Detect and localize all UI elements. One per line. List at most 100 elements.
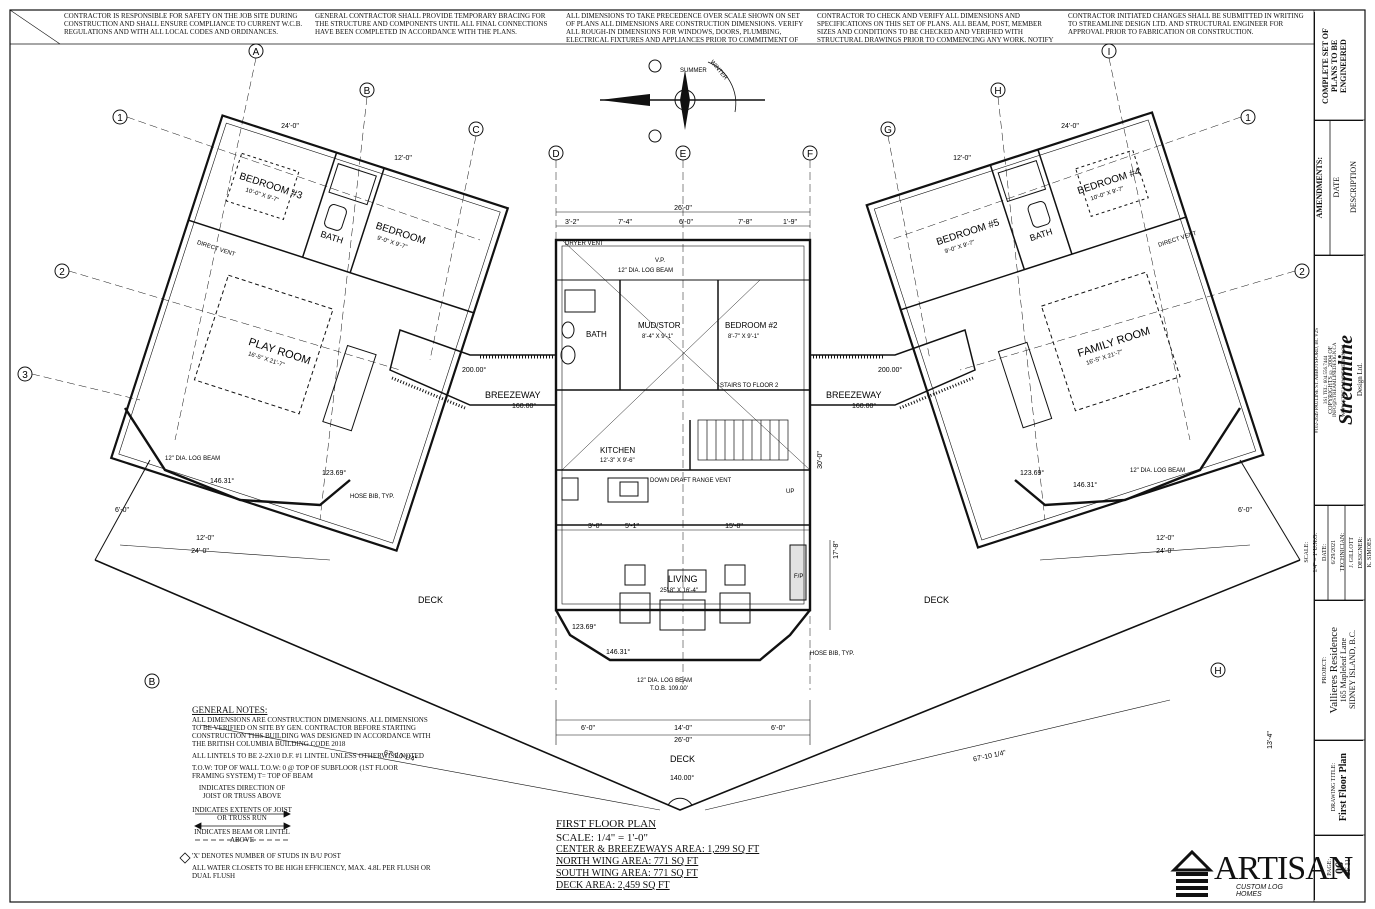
date-label: DATE:	[1322, 544, 1328, 561]
top-note: CONTRACTOR INITIATED CHANGES SHALL BE SU…	[1068, 12, 1304, 36]
grid-label: B	[149, 677, 156, 688]
project-name: Vallieres Residence	[1328, 626, 1340, 714]
dimension-label: 24'-0"	[1156, 548, 1174, 555]
room-name: BATH	[586, 330, 607, 339]
room-name: MUD/STOR	[638, 321, 681, 330]
breezeway-right: BREEZEWAY 200.00° 160.00°	[809, 329, 976, 410]
direct-vent-label: DIRECT VENT	[1158, 231, 1198, 249]
grid-label: E	[680, 149, 687, 160]
dimension-label: 26'-0"	[674, 737, 692, 744]
plan-scale: SCALE: 1/4" = 1'-0"	[556, 832, 649, 844]
house-logo-icon	[1170, 849, 1214, 897]
angle-label: 200.00°	[878, 366, 902, 374]
scale-value: 1/4" = 1' U.N.O.	[1313, 532, 1319, 573]
dimension-label: 6'-0"	[581, 725, 595, 732]
grid-label: B	[364, 86, 371, 97]
angle-label: 160.00°	[512, 402, 536, 410]
beam-label: 12" DIA. LOG BEAM	[637, 678, 692, 684]
room-size: 8'-7" X 9'-1"	[728, 334, 759, 340]
dimension-label: 26'-0"	[674, 205, 692, 212]
engineered-note: COMPLETE SET OF PLANS TO BE ENGINEERED	[1321, 28, 1348, 104]
room-size: 8'-4" X 9'-1"	[642, 334, 673, 340]
water-closet-note: ALL WATER CLOSETS TO BE HIGH EFFICIENCY,…	[192, 864, 431, 880]
dimension-label: 3'-2"	[565, 219, 579, 226]
area-line: SOUTH WING AREA: 771 sq ft	[556, 868, 698, 879]
summer-label: SUMMER	[680, 68, 707, 74]
center-block: F/P BATH MUD/STOR 8'-4" X 9'-1" BEDROOM …	[554, 238, 812, 631]
tob-label: T.O.B. 109.00'	[650, 686, 688, 692]
project-city: SIDNEY ISLAND, B.C.	[1348, 630, 1357, 710]
dimension-label: 12'-0"	[394, 155, 412, 162]
dimension-label: 24'-0"	[191, 548, 209, 555]
top-notes: CONTRACTOR IS RESPONSIBLE FOR SAFETY ON …	[60, 12, 1315, 44]
room-size: 12'-3" X 9'-6"	[600, 458, 635, 464]
dimension-label: 5'-1"	[625, 523, 639, 530]
angle-label: 200.00°	[462, 366, 486, 374]
dimension-label: 1'-9"	[783, 219, 797, 226]
center-bay-wall	[554, 609, 811, 662]
legend-extents: INDICATES EXTENTS OF JOIST OR TRUSS RUN	[192, 806, 292, 822]
dimension-label: 30'-0"	[817, 451, 824, 469]
info-cell: SCALE: 1/4" = 1' U.N.O. DATE: 6/29/2021 …	[1304, 505, 1373, 601]
date-col-label: DATE	[1332, 177, 1341, 198]
breezeway-left: BREEZEWAY 200.00° 160.00°	[389, 329, 557, 410]
project-address: 165 Mapleleaf Lane	[1339, 637, 1348, 703]
beam-label: 12" DIA. LOG BEAM	[618, 268, 673, 274]
logo-word: ARTISAN	[1214, 850, 1353, 887]
company-address: #102-2649 PAULINE ST. ABBOTSFORD, BC V2S…	[1315, 327, 1347, 433]
grid-label: 3	[22, 370, 28, 381]
artisan-logo: ARTISAN CUSTOM LOG HOMES	[1170, 849, 1353, 898]
technician-label: TECHNICIAN:	[1340, 533, 1346, 572]
dimension-label: 24'-0"	[281, 123, 299, 130]
designer-value: K. SIMOES	[1367, 537, 1373, 568]
area-line: DECK AREA: 2,459 sq ft	[556, 880, 670, 891]
vp-label: V.P.	[655, 258, 665, 264]
scale-label: SCALE:	[1304, 542, 1310, 563]
date-value: 6/29/2021	[1331, 540, 1337, 565]
room-name: KITCHEN	[600, 446, 635, 455]
general-note: ALL DIMENSIONS ARE CONSTRUCTION DIMENSIO…	[192, 716, 431, 748]
dimension-label: 6'-0"	[1238, 507, 1252, 514]
angle-label: 146.31°	[210, 477, 234, 485]
general-note: T.O.W: TOP OF WALL T.O.W: 0 @ TOP OF SUB…	[192, 764, 399, 780]
beam-label: 12" DIA. LOG BEAM	[1130, 468, 1185, 474]
room-name: BATH	[1028, 226, 1053, 243]
brand-cell: #102-2649 PAULINE ST. ABBOTSFORD, BC V2S…	[1315, 255, 1364, 506]
deck-label: DECK	[418, 595, 443, 605]
grid-label: C	[472, 125, 479, 136]
angle-label: 123.69°	[322, 469, 346, 477]
legend-beam: INDICATES BEAM OR LINTEL ABOVE	[194, 828, 290, 844]
grid-label: H	[994, 86, 1001, 97]
grid-label: 1	[1245, 113, 1251, 124]
dimension-label: 6'-0"	[679, 219, 693, 226]
angle-label: 140.00°	[670, 774, 694, 782]
dimension-label: 67'-10 1/4"	[973, 750, 1008, 764]
room-size: 25'-8" X 16'-4"	[660, 588, 698, 594]
grid-label: 2	[1299, 267, 1305, 278]
angle-label: 146.31°	[606, 648, 630, 656]
drawing-title: First Floor Plan	[1338, 753, 1349, 822]
deck-label: DECK	[924, 595, 949, 605]
room-name: BATH	[319, 229, 344, 246]
top-note: CONTRACTOR TO CHECK AND VERIFY ALL DIMEN…	[817, 12, 1054, 44]
grid-label: H	[1214, 666, 1221, 677]
designer-label: DESIGNER:	[1358, 536, 1364, 569]
studs-note: 'X' DENOTES NUMBER OF STUDS IN B/U POST	[192, 852, 341, 860]
north-wing: BEDROOM #3 10'-0" X 9'-7" BATH BEDROOM 9…	[109, 114, 510, 553]
grid-label: G	[884, 125, 892, 136]
deck-outline	[94, 559, 1301, 811]
project-cell: PROJECT: Vallieres Residence 165 Maplele…	[1315, 600, 1363, 741]
north-wing-bay-wall	[123, 407, 351, 507]
dryer-vent-label: DRYER VENT	[565, 241, 604, 247]
range-vent-label: DOWN DRAFT RANGE VENT	[650, 478, 732, 484]
beam-label: 12" DIA. LOG BEAM	[165, 456, 220, 462]
desc-col-label: DESCRIPTION	[1349, 161, 1358, 214]
dimension-label: 6'-0"	[115, 507, 129, 514]
breezeway-label: BREEZEWAY	[826, 390, 882, 400]
winter-label: WINTER	[708, 59, 728, 81]
title-block: COMPLETE SET OF PLANS TO BE ENGINEERED A…	[1304, 12, 1373, 900]
stairs-label: STAIRS TO FLOOR 2	[720, 383, 779, 389]
angle-label: 123.69°	[1020, 469, 1044, 477]
sheet-border	[9, 9, 1366, 903]
